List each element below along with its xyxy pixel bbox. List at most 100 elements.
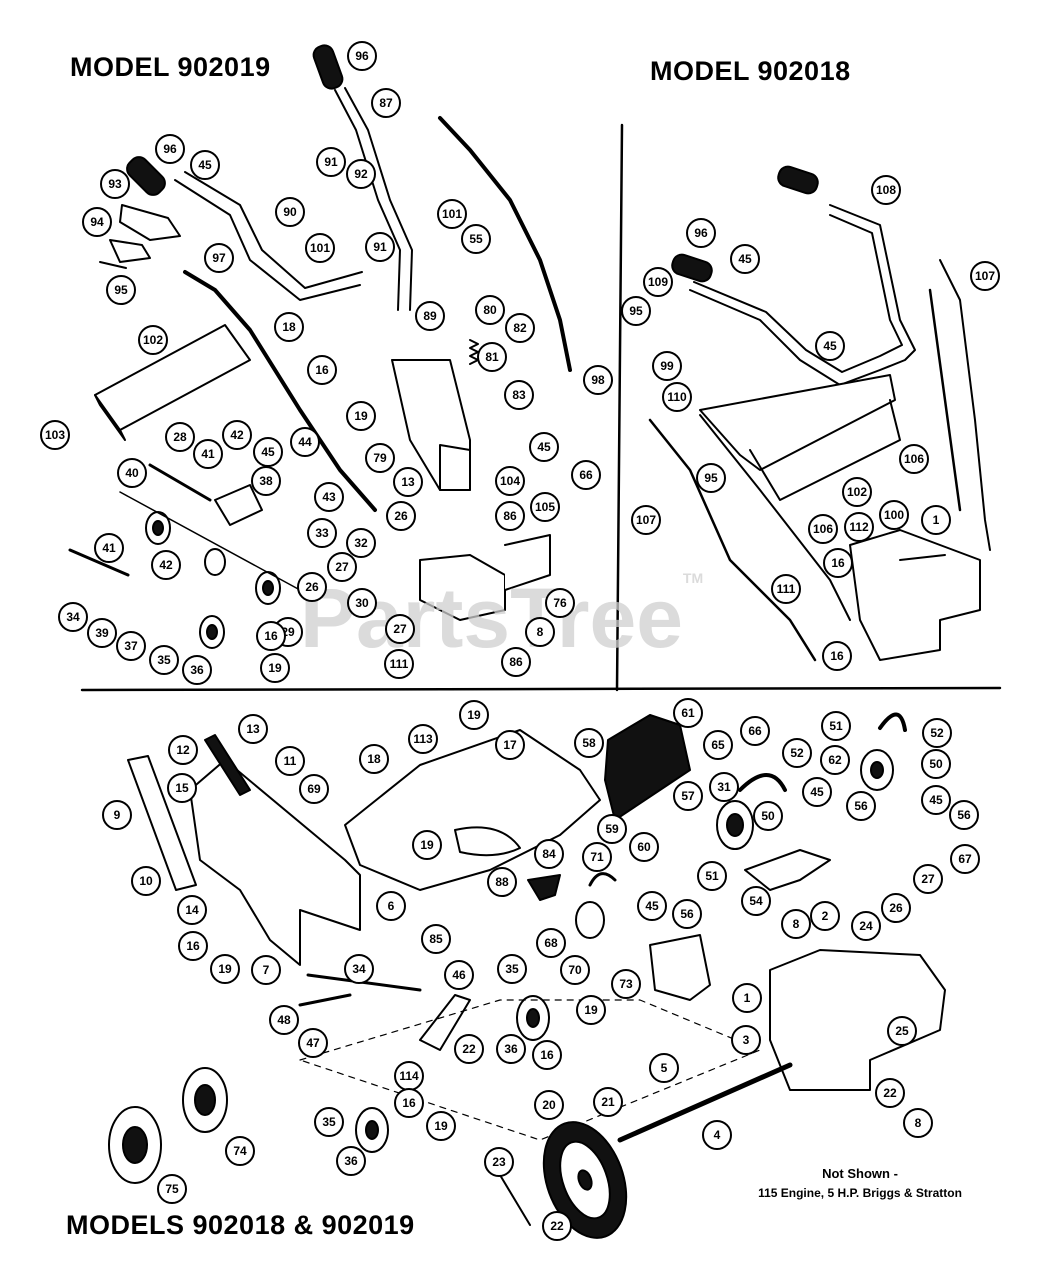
callout-part-45[interactable]: 45 [529, 432, 559, 462]
callout-part-79[interactable]: 79 [365, 443, 395, 473]
callout-part-88[interactable]: 88 [487, 867, 517, 897]
callout-part-9[interactable]: 9 [102, 800, 132, 830]
callout-part-19[interactable]: 19 [426, 1111, 456, 1141]
callout-part-45[interactable]: 45 [253, 437, 283, 467]
callout-part-55[interactable]: 55 [461, 224, 491, 254]
callout-part-4[interactable]: 4 [702, 1120, 732, 1150]
callout-part-107[interactable]: 107 [631, 505, 661, 535]
callout-part-111[interactable]: 111 [771, 574, 801, 604]
callout-part-14[interactable]: 14 [177, 895, 207, 925]
callout-part-19[interactable]: 19 [210, 954, 240, 984]
callout-part-52[interactable]: 52 [782, 738, 812, 768]
callout-part-33[interactable]: 33 [307, 518, 337, 548]
callout-part-54[interactable]: 54 [741, 886, 771, 916]
callout-part-52[interactable]: 52 [922, 718, 952, 748]
callout-part-90[interactable]: 90 [275, 197, 305, 227]
callout-part-39[interactable]: 39 [87, 618, 117, 648]
callout-part-68[interactable]: 68 [536, 928, 566, 958]
callout-part-60[interactable]: 60 [629, 832, 659, 862]
callout-part-16[interactable]: 16 [394, 1088, 424, 1118]
callout-part-76[interactable]: 76 [545, 588, 575, 618]
callout-part-65[interactable]: 65 [703, 730, 733, 760]
callout-part-22[interactable]: 22 [875, 1078, 905, 1108]
callout-part-8[interactable]: 8 [525, 617, 555, 647]
callout-part-24[interactable]: 24 [851, 911, 881, 941]
callout-part-41[interactable]: 41 [94, 533, 124, 563]
callout-part-97[interactable]: 97 [204, 243, 234, 273]
callout-part-26[interactable]: 26 [386, 501, 416, 531]
callout-part-27[interactable]: 27 [327, 552, 357, 582]
callout-part-87[interactable]: 87 [371, 88, 401, 118]
callout-part-34[interactable]: 34 [58, 602, 88, 632]
callout-part-45[interactable]: 45 [190, 150, 220, 180]
callout-part-70[interactable]: 70 [560, 955, 590, 985]
callout-part-111[interactable]: 111 [384, 649, 414, 679]
callout-part-16[interactable]: 16 [178, 931, 208, 961]
callout-part-13[interactable]: 13 [238, 714, 268, 744]
callout-part-101[interactable]: 101 [437, 199, 467, 229]
callout-part-92[interactable]: 92 [346, 159, 376, 189]
callout-part-42[interactable]: 42 [222, 420, 252, 450]
callout-part-44[interactable]: 44 [290, 427, 320, 457]
callout-part-82[interactable]: 82 [505, 313, 535, 343]
callout-part-17[interactable]: 17 [495, 730, 525, 760]
callout-part-35[interactable]: 35 [314, 1107, 344, 1137]
callout-part-61[interactable]: 61 [673, 698, 703, 728]
callout-part-12[interactable]: 12 [168, 735, 198, 765]
callout-part-10[interactable]: 10 [131, 866, 161, 896]
callout-part-95[interactable]: 95 [696, 463, 726, 493]
callout-part-34[interactable]: 34 [344, 954, 374, 984]
callout-part-56[interactable]: 56 [949, 800, 979, 830]
callout-part-45[interactable]: 45 [730, 244, 760, 274]
callout-part-37[interactable]: 37 [116, 631, 146, 661]
callout-part-83[interactable]: 83 [504, 380, 534, 410]
callout-part-28[interactable]: 28 [165, 422, 195, 452]
callout-part-85[interactable]: 85 [421, 924, 451, 954]
callout-part-22[interactable]: 22 [454, 1034, 484, 1064]
callout-part-25[interactable]: 25 [887, 1016, 917, 1046]
callout-part-36[interactable]: 36 [496, 1034, 526, 1064]
callout-part-8[interactable]: 8 [903, 1108, 933, 1138]
callout-part-100[interactable]: 100 [879, 500, 909, 530]
callout-part-5[interactable]: 5 [649, 1053, 679, 1083]
callout-part-105[interactable]: 105 [530, 492, 560, 522]
callout-part-1[interactable]: 1 [732, 983, 762, 1013]
callout-part-99[interactable]: 99 [652, 351, 682, 381]
callout-part-110[interactable]: 110 [662, 382, 692, 412]
callout-part-19[interactable]: 19 [576, 995, 606, 1025]
callout-part-106[interactable]: 106 [808, 514, 838, 544]
callout-part-50[interactable]: 50 [921, 749, 951, 779]
callout-part-27[interactable]: 27 [385, 614, 415, 644]
callout-part-43[interactable]: 43 [314, 482, 344, 512]
callout-part-74[interactable]: 74 [225, 1136, 255, 1166]
callout-part-35[interactable]: 35 [497, 954, 527, 984]
callout-part-45[interactable]: 45 [802, 777, 832, 807]
callout-part-80[interactable]: 80 [475, 295, 505, 325]
callout-part-108[interactable]: 108 [871, 175, 901, 205]
callout-part-38[interactable]: 38 [251, 466, 281, 496]
callout-part-47[interactable]: 47 [298, 1028, 328, 1058]
callout-part-16[interactable]: 16 [822, 641, 852, 671]
callout-part-45[interactable]: 45 [637, 891, 667, 921]
callout-part-86[interactable]: 86 [501, 647, 531, 677]
callout-part-56[interactable]: 56 [846, 791, 876, 821]
callout-part-112[interactable]: 112 [844, 512, 874, 542]
callout-part-6[interactable]: 6 [376, 891, 406, 921]
callout-part-102[interactable]: 102 [842, 477, 872, 507]
callout-part-26[interactable]: 26 [297, 572, 327, 602]
callout-part-71[interactable]: 71 [582, 842, 612, 872]
callout-part-36[interactable]: 36 [182, 655, 212, 685]
callout-part-94[interactable]: 94 [82, 207, 112, 237]
callout-part-104[interactable]: 104 [495, 466, 525, 496]
callout-part-3[interactable]: 3 [731, 1025, 761, 1055]
callout-part-109[interactable]: 109 [643, 267, 673, 297]
callout-part-75[interactable]: 75 [157, 1174, 187, 1204]
callout-part-101[interactable]: 101 [305, 233, 335, 263]
callout-part-95[interactable]: 95 [621, 296, 651, 326]
callout-part-19[interactable]: 19 [260, 653, 290, 683]
callout-part-73[interactable]: 73 [611, 969, 641, 999]
callout-part-96[interactable]: 96 [347, 41, 377, 71]
callout-part-67[interactable]: 67 [950, 844, 980, 874]
callout-part-18[interactable]: 18 [274, 312, 304, 342]
callout-part-66[interactable]: 66 [740, 716, 770, 746]
